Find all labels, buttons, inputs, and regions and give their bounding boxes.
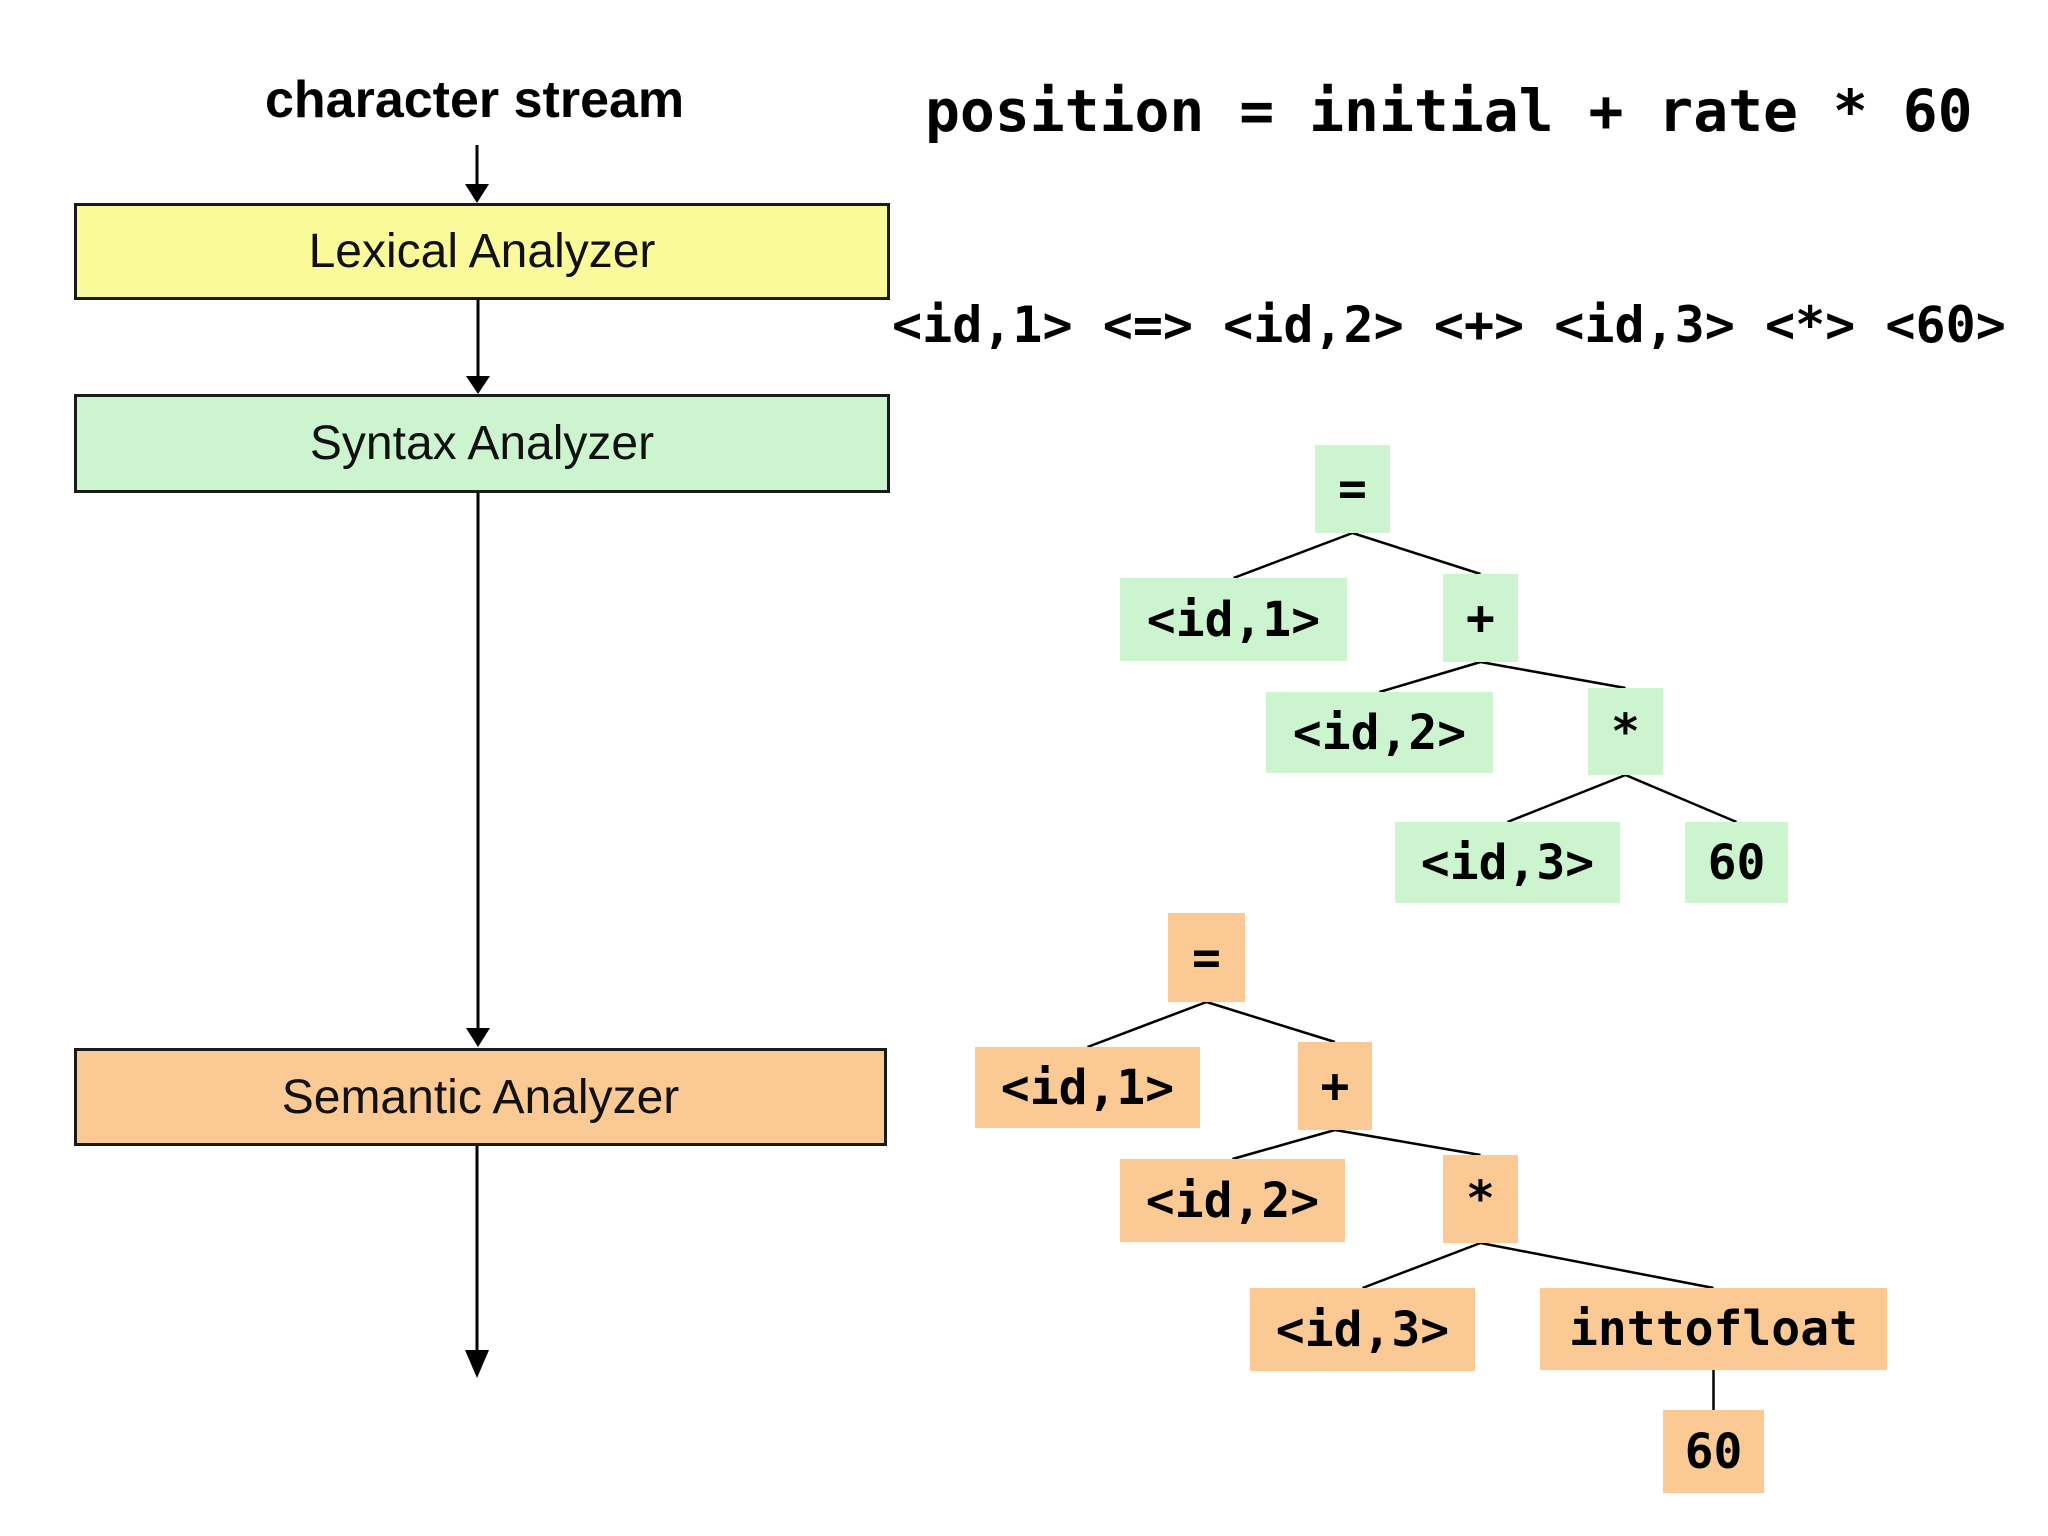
semantic-tree-node-id3: <id,3> bbox=[1250, 1288, 1475, 1371]
syntax-tree-node-eq: = bbox=[1315, 445, 1390, 533]
syntax-tree-node-star: * bbox=[1588, 688, 1663, 775]
semantic-tree-edge-eq-plus bbox=[1206, 1000, 1336, 1044]
semantic-tree-node-plus: + bbox=[1298, 1042, 1372, 1130]
syntax-tree-node-sixty: 60 bbox=[1685, 822, 1788, 903]
syntax-analyzer-box: Syntax Analyzer bbox=[74, 394, 890, 493]
syntax-tree-edge-plus-star bbox=[1480, 660, 1626, 690]
flow-arrow-syntax-to-semantic-head bbox=[466, 1028, 490, 1047]
semantic-tree-edge-eq-id1 bbox=[1087, 1000, 1207, 1049]
semantic-tree-node-inttofloat: inttofloat bbox=[1540, 1288, 1887, 1370]
semantic-tree-edge-star-id3 bbox=[1362, 1241, 1481, 1290]
syntax-tree-edge-eq-plus bbox=[1352, 531, 1481, 576]
syntax-tree-edge-plus-id2 bbox=[1379, 660, 1481, 694]
semantic-tree-edge-star-inttofloat bbox=[1480, 1241, 1714, 1290]
syntax-tree-edge-star-sixty bbox=[1625, 773, 1737, 824]
syntax-tree-edge-eq-id1 bbox=[1233, 531, 1353, 580]
semantic-analyzer-box: Semantic Analyzer bbox=[74, 1048, 887, 1146]
lexical-analyzer-box: Lexical Analyzer bbox=[74, 203, 890, 300]
source-expression-text: position = initial + rate * 60 bbox=[925, 77, 1973, 145]
flow-arrow-lexical-to-syntax-head bbox=[466, 376, 490, 394]
character-stream-label: character stream bbox=[265, 71, 685, 129]
syntax-tree-node-id1: <id,1> bbox=[1120, 578, 1347, 661]
lexical-analyzer-label: Lexical Analyzer bbox=[308, 225, 656, 278]
syntax-tree-node-id3: <id,3> bbox=[1395, 822, 1620, 903]
semantic-tree-node-sixty: 60 bbox=[1663, 1410, 1764, 1493]
semantic-analyzer-label: Semantic Analyzer bbox=[281, 1070, 680, 1124]
syntax-tree-edge-star-id3 bbox=[1507, 773, 1626, 824]
semantic-tree-node-eq: = bbox=[1168, 913, 1245, 1002]
syntax-analyzer-label: Syntax Analyzer bbox=[309, 417, 655, 470]
flow-arrow-semantic-output-head bbox=[465, 1350, 489, 1378]
flow-arrow-charstream-to-lexical-head bbox=[465, 184, 489, 203]
semantic-tree-edge-plus-id2 bbox=[1232, 1128, 1336, 1161]
flow-arrows bbox=[465, 145, 490, 1378]
semantic-tree-node-id2: <id,2> bbox=[1120, 1159, 1345, 1242]
semantic-tree-node-id1: <id,1> bbox=[975, 1047, 1200, 1128]
semantic-tree-node-star: * bbox=[1443, 1155, 1518, 1243]
syntax-tree-node-id2: <id,2> bbox=[1266, 692, 1493, 773]
syntax-tree-node-plus: + bbox=[1443, 574, 1518, 662]
semantic-tree-edge-plus-star bbox=[1334, 1128, 1481, 1157]
tree-edges bbox=[1087, 531, 1737, 1410]
token-stream-text: <id,1> <=> <id,2> <+> <id,3> <*> <60> bbox=[892, 296, 2006, 354]
